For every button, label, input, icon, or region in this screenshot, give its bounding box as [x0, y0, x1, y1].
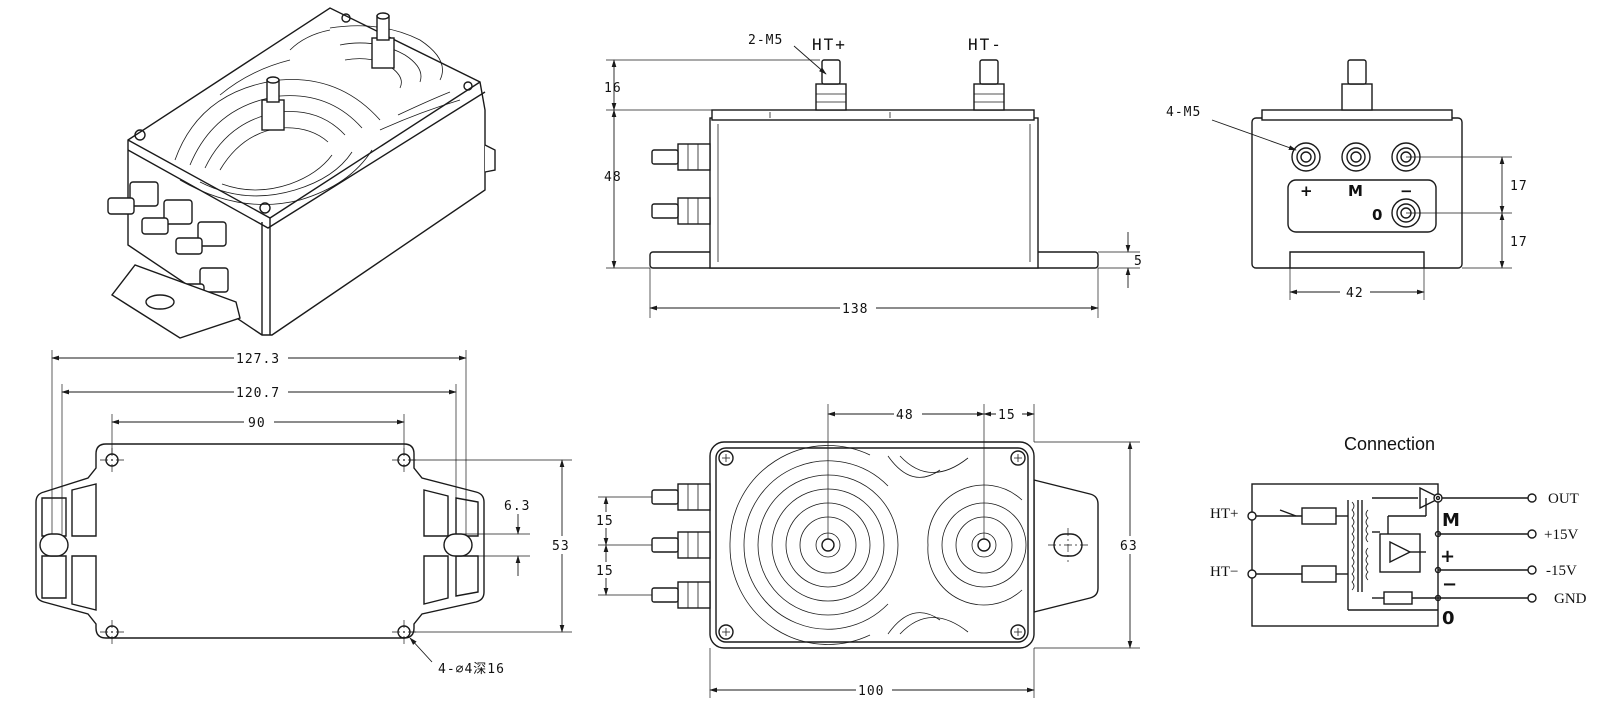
top-view [598, 404, 1140, 698]
dim-pin-spacing-bottom: 17 [1510, 235, 1528, 250]
hole-spec-label: 4-⌀4深16 [438, 662, 505, 677]
schematic-minus-label: − [1442, 574, 1457, 595]
connection-title: Connection [1344, 434, 1435, 454]
dim-stud-spacing: 48 [896, 408, 914, 423]
dim-body-length: 100 [858, 684, 884, 699]
output-out-label: OUT [1548, 491, 1579, 507]
dim-body-width: 63 [1120, 539, 1138, 554]
stud-thread-label: 2-M5 [748, 33, 783, 48]
side-view [606, 45, 1140, 318]
pin-minus-label: − [1400, 182, 1413, 200]
dim-end-width: 42 [1346, 286, 1364, 301]
dim-slot-width: 6.3 [504, 499, 530, 514]
schematic-ht-plus: HT+ [1210, 506, 1238, 522]
dim-terminal-pitch-b: 15 [596, 564, 614, 579]
end-thread-label: 4-M5 [1166, 105, 1201, 120]
pin-zero-label: 0 [1372, 206, 1382, 224]
output-plus15-label: +15V [1544, 527, 1578, 543]
ht-plus-label: HT+ [812, 35, 847, 54]
dim-stud-edge: 15 [998, 408, 1016, 423]
pin-m-label: M [1348, 182, 1363, 200]
dim-stud-height: 16 [604, 81, 622, 96]
bottom-view [35, 350, 572, 663]
schematic-ht-minus: HT− [1210, 564, 1238, 580]
dim-overall-length: 127.3 [236, 352, 280, 367]
iso-terminal [175, 221, 227, 255]
schematic-m-label: M [1442, 510, 1460, 531]
iso-terminal [141, 199, 193, 235]
dim-terminal-pitch-a: 15 [596, 514, 614, 529]
dim-pin-spacing-top: 17 [1510, 179, 1528, 194]
dim-body-height: 48 [604, 170, 622, 185]
output-minus15-label: -15V [1546, 563, 1577, 579]
end-view [1211, 59, 1512, 300]
dim-hole-span-y: 53 [552, 539, 570, 554]
dim-total-length: 138 [842, 302, 868, 317]
connection-schematic [1247, 483, 1537, 627]
schematic-plus-label: + [1440, 546, 1455, 567]
dim-hole-span-x: 90 [248, 416, 266, 431]
pin-plus-label: + [1300, 182, 1313, 200]
ht-minus-label: HT- [968, 35, 1003, 54]
output-gnd-label: GND [1554, 591, 1587, 607]
isometric-view [107, 7, 496, 339]
dim-flange-thickness: 5 [1134, 254, 1143, 269]
dim-slot-span: 120.7 [236, 386, 280, 401]
iso-terminal [107, 181, 159, 215]
schematic-zero-label: 0 [1442, 608, 1455, 629]
